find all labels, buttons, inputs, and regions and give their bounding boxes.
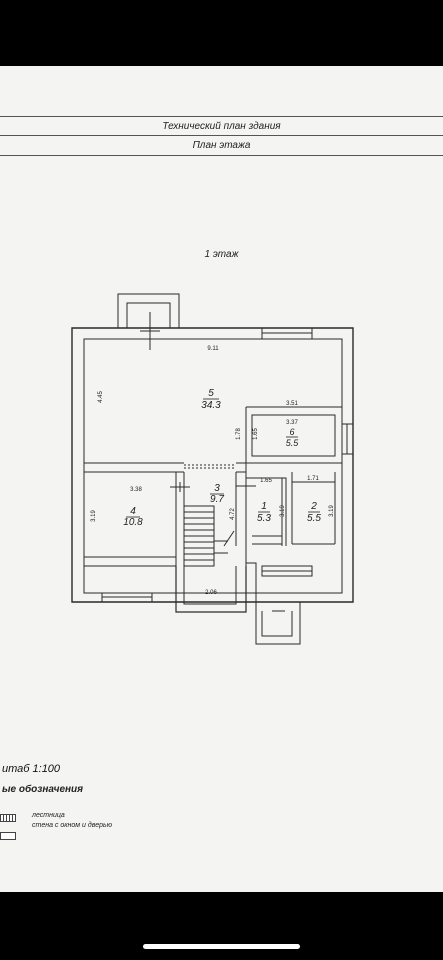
dim-4-45: 4.45 [98,391,104,403]
dim-1-65a: 1.65 [253,428,259,440]
dim-2-06: 2.06 [205,590,217,596]
header-rule-top [0,116,443,117]
room-3-number: 3 [214,483,220,494]
wall-legend-swatch [0,832,16,840]
stair-legend-swatch [0,814,16,822]
outer-wall-inner [83,338,343,594]
legend-item-wall: стена с окном и дверью [32,822,112,829]
dim-3-19b: 3.19 [280,505,286,517]
document-title: Технический план здания [162,121,281,132]
room-3-area: 9.7 [210,494,224,505]
scale-label: итаб 1:100 [2,763,61,775]
floor-label: 1 этаж [204,249,239,260]
room-2-number: 2 [310,501,317,512]
dim-3-19c: 3.19 [329,505,335,517]
dim-1-78: 1.78 [236,428,242,440]
room-6-area: 5.5 [286,438,300,448]
window-top [261,327,313,340]
room-1-walls [235,472,287,546]
dim-3-19a: 3.19 [91,510,97,522]
room-5-number: 5 [208,388,214,399]
window-right [341,423,354,455]
header-rule-bottom [0,155,443,156]
home-indicator[interactable] [143,944,300,949]
legend-title: ые обозначения [2,784,84,795]
document-subtitle: План этажа [192,140,251,151]
legend-item-stairs: лестница [32,812,65,819]
dim-3-51: 3.51 [286,401,298,407]
room-2-area: 5.5 [307,513,321,524]
window-bottom-left [101,592,153,603]
staircase [184,505,235,567]
header-rule-middle [0,135,443,136]
room-5-area: 34.3 [201,400,221,411]
porch-top-inner [126,302,171,328]
room-4-number: 4 [130,506,136,517]
room-1-number: 1 [261,501,267,512]
room-2-walls [291,472,336,545]
dim-1-71: 1.71 [307,476,319,482]
dim-4-72: 4.72 [230,508,236,520]
room-6-number: 6 [289,427,294,437]
room-1-area: 5.3 [257,513,271,524]
porch-top [117,293,180,328]
dim-1-65b: 1.65 [260,478,272,484]
dim-9-11: 9.11 [207,346,219,352]
room-4-area: 10.8 [123,517,143,528]
porch-bottom [246,562,301,645]
dim-3-37: 3.37 [286,420,298,426]
floor-plan: 5 34.3 6 5.5 3 9.7 4 10.8 1 5.3 2 5.5 9.… [71,293,354,645]
stair-well [175,566,247,613]
document-sheet: Технический план здания План этажа 1 эта… [0,66,443,892]
dim-3-38: 3.38 [130,487,142,493]
room-6-walls [245,406,342,472]
window-bottom-right [261,565,313,577]
